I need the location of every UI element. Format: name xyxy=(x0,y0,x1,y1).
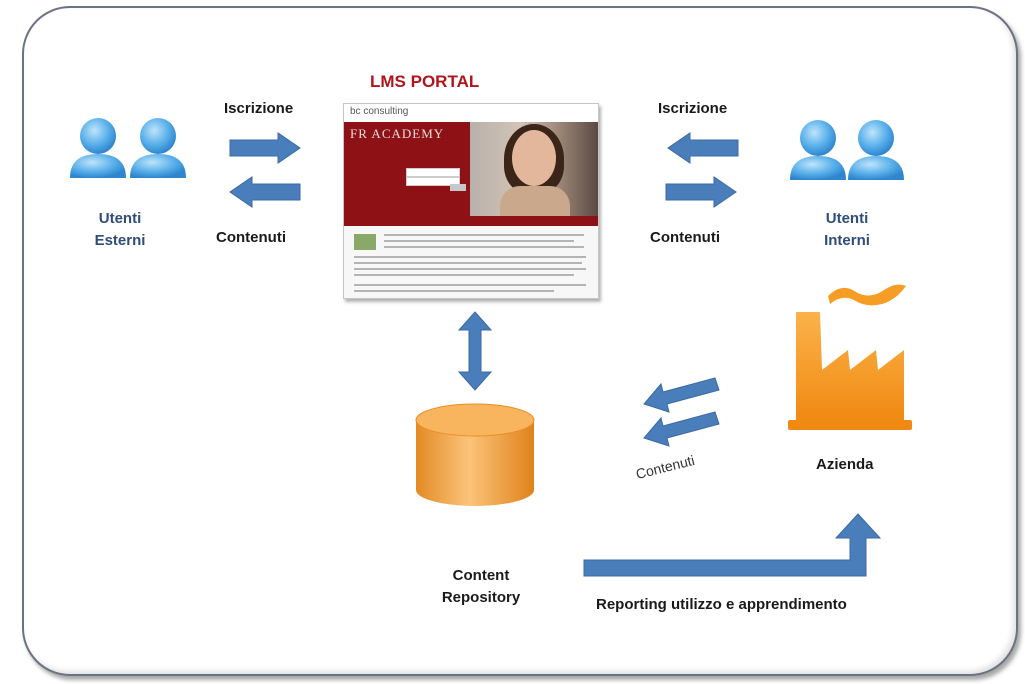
portal-thumbnail xyxy=(354,234,376,250)
portal-header: bc consulting xyxy=(344,104,598,122)
arrow-company-to-repository-2 xyxy=(643,411,720,447)
double-arrow-portal-repository xyxy=(457,311,493,391)
portal-photo-body xyxy=(500,186,570,216)
repository-label: Content Repository xyxy=(436,565,526,609)
portal-username-field xyxy=(406,168,460,177)
portal-text-line xyxy=(354,268,586,270)
portal-academy-title: FR ACADEMY xyxy=(350,126,445,141)
repository-label-line1: Content xyxy=(452,567,510,584)
portal-text-line xyxy=(354,284,586,286)
portal-password-field xyxy=(406,177,460,186)
arrow-left-internal-signup xyxy=(667,132,739,164)
arrow-right-external-signup xyxy=(229,132,301,164)
portal-text-line xyxy=(354,274,574,276)
portal-title: LMS PORTAL xyxy=(370,72,480,91)
portal-text-line xyxy=(354,256,586,258)
portal-logo: bc consulting xyxy=(350,106,409,117)
internal-users-label-line2: Interni xyxy=(824,232,870,249)
internal-users-label: Utenti Interni xyxy=(815,208,879,252)
arrow-company-to-repository-1 xyxy=(643,377,720,413)
portal-text-line xyxy=(354,262,582,264)
portal-text-line xyxy=(354,290,554,292)
portal-text-line xyxy=(384,240,574,242)
arrow-reporting-to-company xyxy=(583,513,882,577)
external-users-label: Utenti Esterni xyxy=(88,208,152,252)
internal-signup-label: Iscrizione xyxy=(658,100,728,117)
company-label: Azienda xyxy=(816,456,874,473)
portal-text-line xyxy=(384,246,584,248)
factory-icon xyxy=(788,284,912,430)
arrow-left-external-content xyxy=(229,176,301,208)
external-users-label-line1: Utenti xyxy=(98,210,142,227)
portal-login-button xyxy=(450,184,466,191)
external-users-icon xyxy=(70,118,186,178)
portal-text-line xyxy=(384,234,584,236)
reporting-label: Reporting utilizzo e apprendimento xyxy=(596,596,847,613)
internal-content-label: Contenuti xyxy=(650,229,720,246)
database-cylinder-icon xyxy=(415,403,535,506)
portal-screenshot: bc consulting FR ACADEMY xyxy=(343,103,599,299)
external-signup-label: Iscrizione xyxy=(224,100,294,117)
external-content-label: Contenuti xyxy=(216,229,286,246)
external-users-label-line2: Esterni xyxy=(94,232,146,249)
repository-label-line2: Repository xyxy=(441,589,521,606)
portal-welcome-bar xyxy=(344,216,598,226)
arrow-right-internal-content xyxy=(665,176,737,208)
internal-users-icon xyxy=(790,120,904,180)
internal-users-label-line1: Utenti xyxy=(825,210,869,227)
portal-photo-face xyxy=(512,130,556,186)
